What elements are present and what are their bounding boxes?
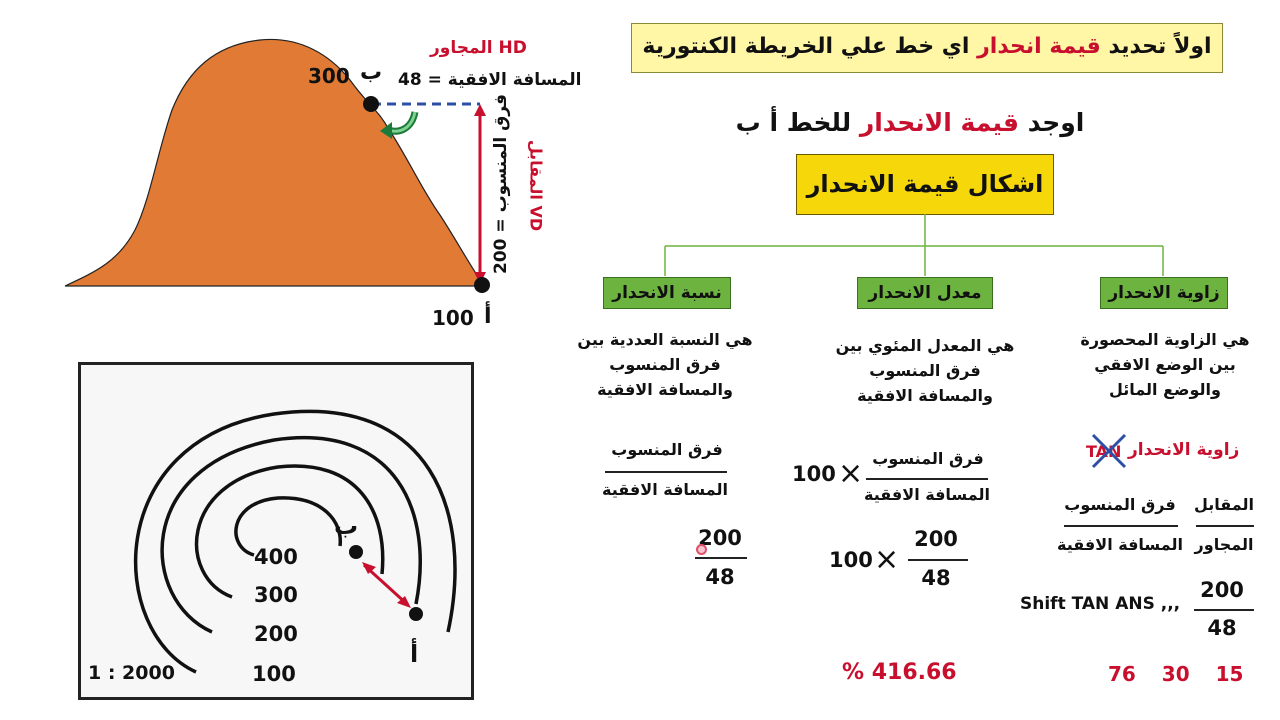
angle-seconds: 15 <box>1215 662 1244 686</box>
angle-description: هي الزاوية المحصورة بين الوضع الافقي وال… <box>1060 327 1270 402</box>
ratio-fraction-bar <box>605 471 727 473</box>
map-point-a <box>409 607 423 621</box>
header-prefix: اولاً تحديد <box>1108 34 1212 59</box>
hd-label: HD المجاور <box>430 38 527 58</box>
rate-desc-line: فرق المنسوب <box>869 361 981 380</box>
contour-line-200 <box>160 436 422 634</box>
point-b-label: ب <box>360 60 383 85</box>
opposite-label: المقابل <box>1193 495 1254 514</box>
angle-desc-line: بين الوضع الافقي <box>1094 355 1236 374</box>
rate-desc-line: هي المعدل المئوي بين <box>835 336 1015 355</box>
times-icon: × <box>838 456 864 491</box>
question: اوجد قيمة الانحدار للخط أ ب <box>710 108 1110 137</box>
ratio-description: هي النسبة العددية بين فرق المنسوب والمسا… <box>560 327 770 402</box>
header-suffix: اي خط علي الخريطة الكنتورية <box>642 34 970 59</box>
rate-den: 48 <box>921 566 951 590</box>
horizontal-distance-label: المسافة الافقية = 48 <box>398 70 582 90</box>
header-box: اولاً تحديد قيمة انحدار اي خط علي الخريط… <box>631 23 1223 73</box>
angle-title: زاوية الانحدار <box>1100 277 1228 309</box>
ratio-desc-line: فرق المنسوب <box>609 355 721 374</box>
mountain-shape <box>64 38 486 287</box>
vertical-difference-label: فرق المنسوب = 200 <box>491 94 511 274</box>
map-scale: 1 : 2000 <box>88 662 175 684</box>
arrow-up-head <box>474 104 486 116</box>
map-point-b-label: ب <box>334 512 359 540</box>
hd-term: المسافة الافقية <box>1057 535 1183 554</box>
vd-term: فرق المنسوب <box>1064 495 1176 514</box>
mountain-diagram <box>64 38 490 293</box>
calculator-steps: Shift TAN ANS ,,, <box>1020 594 1181 614</box>
header-highlight: قيمة انحدار <box>977 34 1101 59</box>
times-icon: × <box>874 542 900 577</box>
rate-desc-line: والمسافة الافقية <box>857 386 993 405</box>
question-suffix: للخط أ ب <box>735 108 852 137</box>
rate-multiplier: 100 <box>792 462 836 486</box>
contour-label-300: 300 <box>254 583 298 607</box>
angle-fraction-bar-1 <box>1196 525 1254 527</box>
point-a-marker <box>474 277 490 293</box>
ab-segment <box>362 563 410 607</box>
ratio-den: 48 <box>705 565 735 589</box>
point-a-elevation: 100 <box>432 306 474 330</box>
angle-num: 200 <box>1200 578 1244 602</box>
angle-den: 48 <box>1207 616 1237 640</box>
rate-fraction-bar <box>866 478 988 480</box>
question-prefix: اوجد <box>1027 108 1085 137</box>
ratio-desc-line: هي النسبة العددية بين <box>577 330 753 349</box>
contour-label-200: 200 <box>254 622 298 646</box>
cross-out-icon <box>1091 433 1127 469</box>
rate-value-bar <box>908 559 968 561</box>
angle-fraction-bar-2 <box>1064 525 1178 527</box>
angle-desc-line: هي الزاوية المحصورة <box>1080 330 1250 349</box>
rate-title: معدل الانحدار <box>857 277 993 309</box>
ratio-desc-line: والمسافة الافقية <box>597 380 733 399</box>
ratio-value-bar <box>695 557 747 559</box>
contour-line-100 <box>133 409 457 674</box>
point-b-elevation: 300 <box>308 64 350 88</box>
contour-line-400 <box>234 496 342 557</box>
point-b-marker <box>363 96 379 112</box>
angle-desc-line: والوضع المائل <box>1109 380 1221 399</box>
contour-map-frame <box>78 362 474 700</box>
forms-title-box: اشكال قيمة الانحدار <box>796 154 1054 215</box>
contour-label-400: 400 <box>254 545 298 569</box>
rate-description: هي المعدل المئوي بين فرق المنسوب والمساف… <box>815 333 1035 408</box>
map-point-a-label: أ <box>410 640 419 668</box>
tree-connectors <box>664 214 1164 276</box>
vd-label: VD المقابل <box>526 139 546 232</box>
angle-minutes: 30 <box>1161 662 1190 686</box>
rate-den-label: المسافة الافقية <box>864 485 990 504</box>
angle-degrees: 76 <box>1108 662 1136 686</box>
ratio-num-label: فرق المنسوب <box>611 440 723 459</box>
adjacent-label: المجاور <box>1194 535 1254 554</box>
ratio-den-label: المسافة الافقية <box>602 480 728 499</box>
angle-formula-title: زاوية الانحدار <box>1128 440 1240 460</box>
rate-num: 200 <box>914 527 958 551</box>
question-highlight: قيمة الانحدار <box>859 108 1020 137</box>
contour-map <box>133 409 457 674</box>
angle-result: 15 30 76 <box>1108 662 1243 686</box>
rate-result: % 416.66 <box>842 660 957 685</box>
map-point-b <box>349 545 363 559</box>
rate-num-label: فرق المنسوب <box>872 449 984 468</box>
ratio-title: نسبة الانحدار <box>603 277 731 309</box>
contour-line-300 <box>194 464 385 599</box>
rate-multiplier-2: 100 <box>829 548 873 572</box>
contour-label-100: 100 <box>252 662 296 686</box>
point-a-label: أ <box>484 304 492 329</box>
ratio-marker-dot <box>696 544 707 555</box>
angle-value-bar <box>1194 609 1254 611</box>
